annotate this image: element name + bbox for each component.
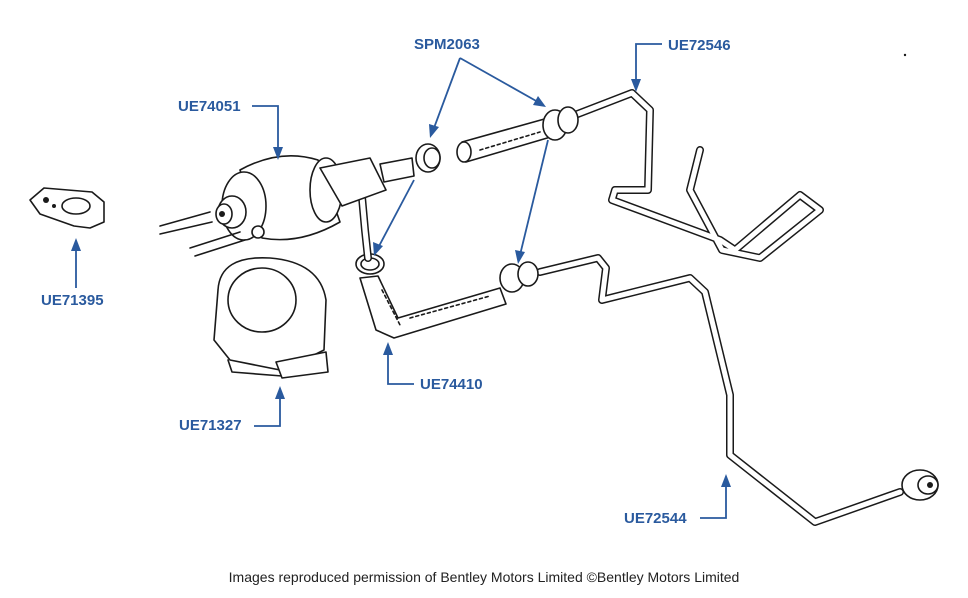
hose-ue74410 [359, 275, 507, 339]
bracket-ue71327 [213, 257, 329, 379]
clip-lower-right [499, 261, 539, 293]
label-ue71327: UE71327 [179, 417, 242, 434]
pipe-ue72544 [536, 254, 904, 526]
copyright-caption: Images reproduced permission of Bentley … [228, 569, 740, 585]
label-ue72544: UE72544 [624, 510, 687, 527]
label-spm2063: SPM2063 [414, 36, 480, 53]
pipe-ue72546 [571, 89, 824, 262]
stray-mark [903, 53, 907, 57]
leaders [71, 43, 731, 519]
label-ue74410: UE74410 [420, 376, 483, 393]
hose-spm2063-upper [456, 117, 555, 163]
label-ue74051: UE74051 [178, 98, 241, 115]
clip-ue71395 [29, 187, 105, 229]
label-ue72546: UE72546 [668, 37, 731, 54]
clip-upper-right [542, 106, 579, 141]
fuel-filter-ue74051 [159, 155, 387, 257]
pipe-end-fitting [901, 469, 939, 501]
label-ue71395: UE71395 [41, 292, 104, 309]
clip-upper-left [415, 143, 441, 173]
